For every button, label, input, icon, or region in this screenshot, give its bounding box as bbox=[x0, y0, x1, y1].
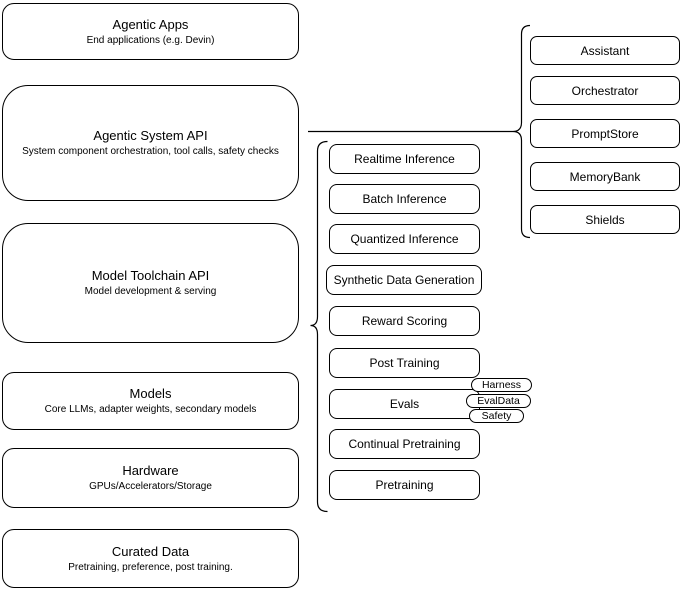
node-title: Agentic Apps bbox=[112, 16, 189, 32]
node-label: Realtime Inference bbox=[354, 152, 455, 166]
node-continual-pretraining: Continual Pretraining bbox=[329, 429, 480, 459]
node-subtitle: GPUs/Accelerators/Storage bbox=[89, 481, 212, 492]
node-curated-data: Curated Data Pretraining, preference, po… bbox=[2, 529, 299, 588]
node-label: PromptStore bbox=[571, 126, 639, 141]
tag-label: EvalData bbox=[477, 394, 520, 407]
tag-label: Safety bbox=[481, 409, 512, 422]
node-reward-scoring: Reward Scoring bbox=[329, 306, 480, 336]
node-title: Agentic System API bbox=[93, 128, 208, 143]
node-label: Quantized Inference bbox=[350, 232, 459, 246]
node-subtitle: System component orchestration, tool cal… bbox=[22, 146, 279, 157]
node-model-toolchain-api: Model Toolchain API Model development & … bbox=[2, 223, 299, 343]
brace-toolchain-components-group bbox=[310, 140, 328, 513]
node-label: Synthetic Data Generation bbox=[333, 273, 475, 287]
node-memorybank: MemoryBank bbox=[530, 162, 680, 191]
node-models: Models Core LLMs, adapter weights, secon… bbox=[2, 372, 299, 430]
node-realtime-inference: Realtime Inference bbox=[329, 144, 480, 174]
node-synthetic-data-generation: Synthetic Data Generation bbox=[326, 265, 482, 295]
node-title: Hardware bbox=[122, 463, 179, 478]
node-assistant: Assistant bbox=[530, 36, 680, 65]
node-label: Pretraining bbox=[375, 478, 434, 492]
node-subtitle: Model development & serving bbox=[84, 286, 217, 297]
node-label: Orchestrator bbox=[571, 83, 639, 98]
tag-evaldata: EvalData bbox=[466, 394, 531, 408]
node-subtitle: End applications (e.g. Devin) bbox=[86, 34, 215, 46]
node-agentic-system-api: Agentic System API System component orch… bbox=[2, 85, 299, 201]
node-quantized-inference: Quantized Inference bbox=[329, 224, 480, 254]
node-title: Curated Data bbox=[111, 543, 190, 559]
node-label: Evals bbox=[389, 397, 420, 411]
node-label: MemoryBank bbox=[569, 169, 641, 184]
node-agentic-apps: Agentic Apps End applications (e.g. Devi… bbox=[2, 3, 299, 60]
node-orchestrator: Orchestrator bbox=[530, 76, 680, 105]
tag-label: Harness bbox=[481, 378, 522, 391]
node-subtitle: Pretraining, preference, post training. bbox=[68, 561, 233, 573]
tag-safety: Safety bbox=[469, 409, 524, 423]
brace-system-components-group bbox=[512, 24, 531, 239]
node-label: Shields bbox=[585, 212, 625, 227]
node-label: Assistant bbox=[580, 43, 630, 58]
node-label: Post Training bbox=[369, 356, 440, 370]
node-pretraining: Pretraining bbox=[329, 470, 480, 500]
node-label: Reward Scoring bbox=[361, 314, 448, 328]
node-title: Models bbox=[129, 386, 172, 401]
node-evals: Evals bbox=[329, 389, 480, 419]
node-promptstore: PromptStore bbox=[530, 119, 680, 148]
tag-harness: Harness bbox=[471, 378, 532, 392]
node-label: Continual Pretraining bbox=[348, 437, 461, 451]
node-batch-inference: Batch Inference bbox=[329, 184, 480, 214]
node-subtitle: Core LLMs, adapter weights, secondary mo… bbox=[44, 404, 257, 415]
node-shields: Shields bbox=[530, 205, 680, 234]
node-post-training: Post Training bbox=[329, 348, 480, 378]
node-hardware: Hardware GPUs/Accelerators/Storage bbox=[2, 448, 299, 508]
node-label: Batch Inference bbox=[362, 192, 447, 206]
node-title: Model Toolchain API bbox=[91, 268, 210, 283]
